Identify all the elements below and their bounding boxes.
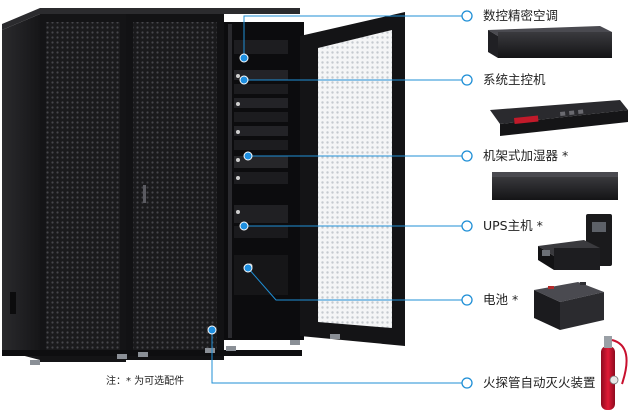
rack-equipment: [234, 40, 288, 295]
humidifier-top: [492, 172, 618, 177]
point-fire: [207, 325, 217, 335]
label-battery: 电池 *: [483, 292, 519, 307]
extinguisher-valve: [604, 336, 612, 348]
rack-unit: [234, 172, 288, 184]
rack-unit: [234, 156, 288, 168]
point-humidifier: [243, 151, 253, 161]
foot: [226, 346, 236, 351]
rack-led: [236, 176, 240, 180]
ups-rack-panel: [542, 250, 550, 256]
foot: [290, 340, 300, 345]
extinguisher-cylinder: [601, 346, 615, 410]
rack-unit: [234, 40, 288, 54]
rack-unit: [234, 98, 288, 108]
rack-humidifier-image: [492, 172, 618, 200]
battery-terminal: [580, 282, 586, 285]
ring-humidifier: [461, 150, 473, 162]
leader-line-air-conditioner: [243, 15, 462, 58]
controller-button: [578, 109, 584, 114]
micro-module-cabinet: [2, 8, 405, 365]
controller-button: [569, 110, 575, 115]
point-controller: [239, 75, 249, 85]
label-system-main-controller: 系统主控机: [483, 72, 546, 87]
rack-led: [236, 158, 240, 162]
ring-fire: [461, 377, 473, 389]
controller-front: [500, 110, 628, 136]
foot: [138, 352, 148, 357]
open-door-glass-mesh: [318, 30, 392, 328]
cabinet-side-vent: [10, 292, 16, 314]
left-door-mesh: [46, 22, 120, 354]
ups-rack-side: [554, 248, 600, 270]
point-ups: [239, 221, 249, 231]
door-handle: [143, 185, 146, 203]
rack-unit: [234, 70, 288, 80]
foot: [30, 360, 40, 365]
ups-host-image: [538, 214, 612, 270]
cabinet-points: [207, 53, 253, 335]
cabinet-side-panel: [2, 14, 40, 360]
controller-button: [560, 111, 566, 116]
label-fire-extinguisher: 火探管自动灭火装置: [483, 375, 596, 390]
rack-unit: [234, 112, 288, 122]
ring-air-conditioner: [461, 10, 473, 22]
rack-unit: [234, 205, 288, 223]
ac-front: [488, 30, 498, 58]
rack-unit: [234, 226, 288, 238]
foot: [330, 334, 340, 339]
rack-unit: [234, 140, 288, 150]
foot: [205, 348, 215, 353]
leader-line-battery: [247, 267, 462, 301]
ups-tower-panel: [592, 222, 606, 232]
rack-unit: [234, 255, 288, 295]
foot: [117, 354, 127, 359]
extinguisher-gauge: [609, 375, 619, 385]
label-precision-air-conditioner: 数控精密空调: [483, 8, 559, 23]
leader-line-fire: [211, 330, 462, 384]
label-rack-humidifier: 机架式加湿器 *: [483, 148, 569, 163]
controller-display: [514, 115, 539, 124]
battery-side: [560, 292, 604, 330]
controller-buttons: [560, 109, 584, 116]
humidifier-body: [492, 176, 618, 200]
cabinet-base: [2, 350, 302, 356]
precision-air-conditioner-image: [488, 26, 612, 58]
middle-door-mesh: [133, 22, 217, 352]
battery-front: [534, 290, 560, 330]
rack-rail: [228, 24, 232, 338]
rack-led: [236, 102, 240, 106]
label-ups-host: UPS主机 *: [483, 218, 543, 233]
system-main-controller-image: [490, 100, 628, 136]
ring-ups: [461, 220, 473, 232]
leader-lines: [211, 15, 462, 384]
ac-body: [498, 32, 612, 58]
ring-controller: [461, 74, 473, 86]
rack-led: [236, 130, 240, 134]
point-battery: [243, 263, 253, 273]
label-rings: [461, 10, 473, 389]
ring-battery: [461, 294, 473, 306]
rack-unit: [234, 126, 288, 136]
fire-extinguisher-image: [601, 336, 628, 410]
battery-terminal: [548, 286, 554, 289]
cabinet-top: [2, 8, 300, 30]
extinguisher-hose: [611, 339, 628, 385]
point-air-conditioner: [239, 53, 249, 63]
rack-led: [236, 210, 240, 214]
battery-image: [534, 282, 604, 330]
leveling-feet: [30, 334, 340, 365]
rack-led: [236, 74, 240, 78]
footnote: 注：* 为可选配件: [106, 376, 185, 387]
rack-unit: [234, 84, 288, 94]
